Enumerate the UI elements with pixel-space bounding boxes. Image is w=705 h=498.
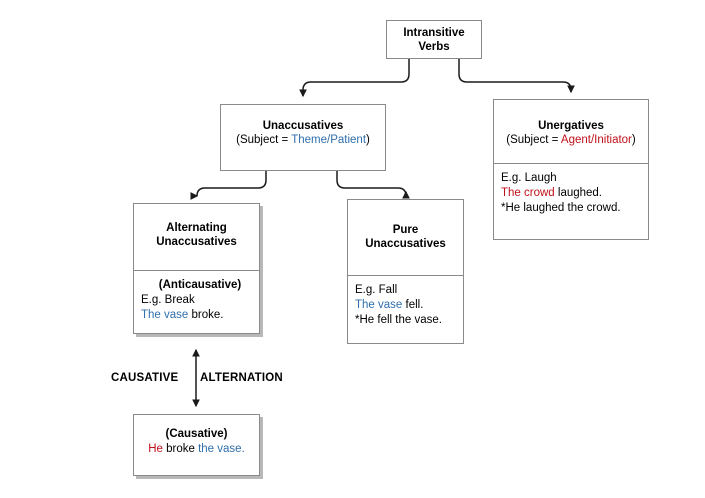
node-unaccusatives-subject: (Subject = Theme/Patient) [221,133,385,147]
subject-role: Theme/Patient [291,134,367,146]
subject-role: Agent/Initiator [560,134,632,146]
example-rest: broke. [188,309,224,321]
node-alternating-unaccusatives[interactable]: Alternating Unaccusatives (Anticausative… [133,203,260,334]
example-grammatical: The crowd laughed. [501,186,648,201]
node-unaccusatives[interactable]: Unaccusatives (Subject = Theme/Patient) [220,104,386,171]
node-pure-examples: E.g. Fall The vase fell. *He fell the va… [348,276,463,328]
node-unergatives-subject: (Subject = Agent/Initiator) [494,133,648,147]
example-rest: fell. [402,299,424,311]
node-unergatives-title: Unergatives [538,120,604,132]
example-grammatical: The vase fell. [355,298,463,313]
node-alternating-line2: Unaccusatives [156,236,237,248]
causative-verb: broke [162,443,199,455]
node-alternating-title: Alternating Unaccusatives [134,204,259,249]
node-alternating-line1: Alternating [166,222,227,234]
edge-root-to-unaccusatives [299,59,410,98]
example-subject: The vase [141,309,189,321]
subject-suffix: ) [366,134,370,146]
node-root-title: Intransitive Verbs [387,21,481,54]
example-ungrammatical: *He fell the vase. [355,314,442,326]
node-intransitive-verbs[interactable]: Intransitive Verbs [386,20,482,59]
node-unergatives-divider [494,163,648,164]
node-causative-content: (Causative) He broke the vase. [134,415,259,457]
node-pure-title: Pure Unaccusatives [348,200,463,251]
edge-unaccusatives-to-pure [336,171,410,199]
subject-prefix: (Subject = [236,134,292,146]
subject-suffix: ) [631,134,636,146]
causative-sentence: He broke the vase. [134,442,259,457]
node-root-line2: Verbs [418,41,450,53]
example-lead: E.g. Break [141,294,195,306]
subject-prefix: (Subject = [506,134,561,146]
causative-object: the vase. [198,443,245,455]
node-pure-line2: Unaccusatives [365,238,446,250]
node-unaccusatives-title: Unaccusatives [262,120,344,132]
node-unergatives-examples: E.g. Laugh The crowd laughed. *He laughe… [494,164,648,216]
node-pure-divider [348,275,463,276]
example-subject: The vase [355,299,403,311]
node-pure-unaccusatives[interactable]: Pure Unaccusatives E.g. Fall The vase fe… [347,199,464,344]
example-lead: E.g. Fall [355,284,398,296]
label-alternation: ALTERNATION [200,372,283,384]
node-alternating-divider [134,270,259,271]
node-alternating-examples: (Anticausative) E.g. Break The vase brok… [134,271,259,323]
example-lead: E.g. Laugh [501,172,557,184]
node-causative[interactable]: (Causative) He broke the vase. [133,414,260,476]
example-subject: The crowd [501,187,555,199]
example-rest: laughed. [554,187,603,199]
edge-unaccusatives-to-alternating [193,171,267,198]
anticausative-label: (Anticausative) [158,279,242,291]
causative-subject: He [148,443,163,455]
example-ungrammatical: *He laughed the crowd. [501,202,621,214]
node-unergatives[interactable]: Unergatives (Subject = Agent/Initiator) … [493,99,649,240]
causative-label: (Causative) [165,428,228,440]
edge-root-to-unergatives [458,59,575,94]
example-grammatical: The vase broke. [141,308,259,323]
node-pure-line1: Pure [392,224,419,236]
node-root-line1: Intransitive [403,27,465,39]
label-causative: CAUSATIVE [111,372,179,384]
